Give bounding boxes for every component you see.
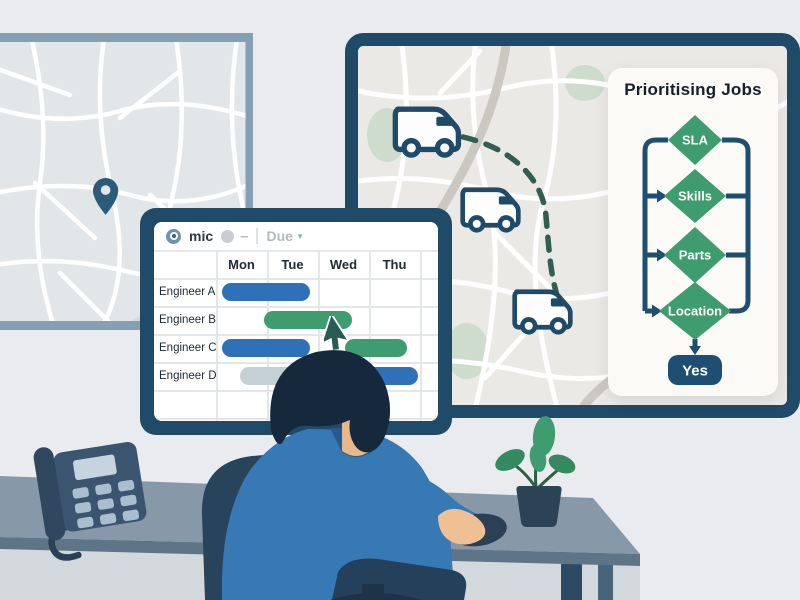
person-arm bbox=[368, 468, 494, 566]
app-brand: mic bbox=[189, 228, 214, 244]
flow-step-label: Location bbox=[668, 304, 722, 319]
plant-pot bbox=[516, 486, 562, 527]
route-dashed-path bbox=[460, 134, 562, 304]
gantt-bar-blue[interactable] bbox=[222, 339, 311, 357]
chevron-down-icon: ▾ bbox=[297, 230, 303, 241]
desk-leg bbox=[561, 564, 582, 600]
grid-vline bbox=[420, 252, 422, 421]
target-icon bbox=[166, 228, 181, 244]
panel-title: Prioritising Jobs bbox=[624, 80, 762, 99]
flow-connectors bbox=[642, 137, 751, 346]
engineer-row-label: Engineer A bbox=[159, 286, 216, 298]
grid-vline bbox=[318, 252, 320, 421]
app-toolbar: mic – Due ▾ bbox=[154, 222, 438, 252]
grid-hline bbox=[154, 306, 438, 308]
desk-leg bbox=[598, 562, 613, 600]
grid-vline bbox=[216, 252, 218, 421]
gantt-bar-gray[interactable] bbox=[239, 367, 310, 385]
phone-body bbox=[53, 441, 147, 532]
flow-result-label: Yes bbox=[682, 363, 708, 380]
delivery-van-icon bbox=[463, 190, 519, 231]
engineer-row-label: Engineer D bbox=[159, 370, 217, 382]
grid-hline bbox=[154, 278, 438, 280]
flow-step-label: Skills bbox=[678, 189, 712, 204]
person-torso bbox=[221, 429, 455, 600]
day-header: Wed bbox=[329, 257, 358, 272]
flow-result-box bbox=[668, 355, 722, 385]
wall-map-frame bbox=[0, 33, 253, 330]
desk-top bbox=[0, 476, 640, 554]
chair-base bbox=[330, 593, 422, 600]
flow-step-diamond bbox=[668, 115, 722, 165]
grid-vline bbox=[267, 252, 269, 421]
phone-handset bbox=[33, 447, 66, 541]
computer-mouse-icon bbox=[449, 513, 507, 547]
gantt-bar-blue[interactable] bbox=[222, 283, 311, 301]
due-filter-dropdown[interactable]: Due ▾ bbox=[266, 228, 302, 244]
delivery-van-icon bbox=[515, 292, 571, 333]
dot-icon bbox=[221, 229, 235, 243]
mouse-cursor-icon bbox=[324, 316, 349, 352]
chair-armrest bbox=[332, 558, 467, 600]
flow-step-diamond bbox=[659, 282, 731, 340]
flow-step-label: Parts bbox=[679, 248, 712, 263]
phone-cord bbox=[48, 523, 82, 561]
flow-step-diamond bbox=[664, 227, 726, 283]
grid-hline bbox=[154, 334, 438, 336]
toolbar-divider bbox=[256, 228, 259, 244]
engineer-row-label: Engineer B bbox=[159, 314, 216, 326]
desk-phone-icon bbox=[33, 441, 147, 561]
flow-step-diamond bbox=[664, 169, 726, 223]
grid-hline bbox=[154, 418, 438, 420]
phone-keypad bbox=[72, 479, 140, 529]
person-hand bbox=[438, 508, 486, 545]
chair-post bbox=[362, 584, 384, 600]
delivery-van-icon bbox=[395, 109, 458, 155]
day-header: Mon bbox=[228, 257, 255, 272]
potted-plant-icon bbox=[495, 416, 576, 527]
chair-back bbox=[201, 449, 360, 600]
location-pin-icon bbox=[93, 178, 119, 215]
dash-glyph: – bbox=[240, 227, 249, 245]
phone-screen bbox=[72, 454, 117, 481]
grid-vline bbox=[369, 252, 371, 421]
due-filter-label: Due bbox=[266, 228, 293, 244]
flow-arrowheads bbox=[652, 189, 701, 355]
desk bbox=[0, 476, 640, 600]
day-header: Tue bbox=[281, 257, 304, 272]
day-header: Thu bbox=[382, 257, 407, 272]
grid-hline bbox=[154, 390, 438, 392]
engineer-row-label: Engineer C bbox=[159, 342, 217, 354]
gantt-bar-blue[interactable] bbox=[356, 367, 418, 385]
flow-step-label: SLA bbox=[682, 133, 709, 148]
desk-edge bbox=[0, 537, 640, 566]
